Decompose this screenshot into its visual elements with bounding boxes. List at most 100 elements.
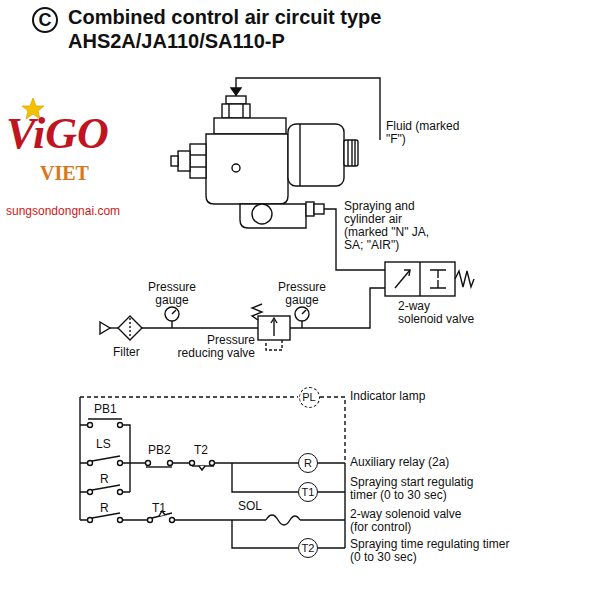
reducing-valve-symbol bbox=[266, 340, 282, 350]
spray-gun bbox=[347, 140, 348, 166]
contact-symbol bbox=[118, 461, 123, 466]
filter-symbol bbox=[118, 316, 142, 340]
ladder-wiring bbox=[80, 397, 345, 548]
legend-text: Spraying start regulatig timer (0 to 30 … bbox=[350, 476, 490, 502]
solenoid-valve-symbol bbox=[404, 270, 410, 276]
solenoid-valve-symbol bbox=[385, 262, 474, 296]
spray-gun bbox=[178, 151, 190, 171]
circled-letter: C bbox=[32, 7, 58, 33]
solenoid-valve-symbol bbox=[419, 262, 420, 296]
spray-gun bbox=[171, 156, 178, 166]
pressure-gauge bbox=[171, 321, 172, 328]
air-source bbox=[110, 327, 118, 328]
timer-coil: T2 bbox=[298, 538, 318, 558]
indicator-lamp: PL bbox=[299, 387, 320, 408]
filter-symbol bbox=[129, 318, 130, 338]
contact-symbol bbox=[88, 419, 215, 523]
solenoid-coil bbox=[266, 515, 300, 525]
callout-label: Pressure gauge bbox=[272, 281, 332, 307]
contact-name: R bbox=[100, 473, 109, 486]
contact-symbol bbox=[210, 461, 215, 466]
coil-name: SOL bbox=[238, 500, 262, 513]
reducing-valve-symbol bbox=[273, 320, 274, 336]
reducing-valve-symbol bbox=[252, 304, 262, 320]
spray-gun bbox=[354, 140, 355, 166]
pressure-gauge bbox=[302, 310, 306, 314]
spray-gun bbox=[240, 204, 306, 228]
contact-symbol bbox=[88, 418, 122, 419]
contact-symbol bbox=[118, 518, 123, 523]
spray-gun bbox=[190, 154, 206, 155]
contact-symbol bbox=[118, 490, 123, 495]
pressure-gauge bbox=[165, 307, 179, 328]
spray-gun bbox=[190, 144, 206, 178]
pressure-gauge bbox=[165, 307, 179, 321]
contact-name: LS bbox=[96, 438, 111, 451]
contact-symbol bbox=[148, 518, 153, 523]
callout-label: Pressure reducing valve bbox=[165, 334, 255, 360]
reducing-valve-symbol bbox=[271, 318, 277, 323]
diagram-title: Combined control air circuit type AHS2A/… bbox=[68, 5, 438, 53]
reducing-valve-symbol bbox=[252, 304, 290, 350]
logo-text: VIET bbox=[40, 162, 89, 184]
spray-gun bbox=[351, 140, 352, 166]
callout-label: 2-way solenoid valve bbox=[398, 300, 478, 326]
fluid-line bbox=[231, 88, 241, 95]
contact-name: PB2 bbox=[148, 444, 171, 457]
air-source bbox=[100, 322, 110, 334]
spray-gun bbox=[344, 140, 358, 166]
node-label: T2 bbox=[302, 543, 315, 554]
relay-coil: R bbox=[298, 453, 318, 473]
contact-symbol bbox=[190, 461, 195, 466]
pressure-gauge bbox=[295, 307, 309, 328]
callout-label: Fluid (marked "F") bbox=[386, 120, 466, 146]
contact-symbol bbox=[118, 423, 123, 428]
contact-symbol bbox=[88, 518, 93, 523]
solenoid-valve-symbol bbox=[385, 262, 455, 296]
contact-symbol bbox=[168, 461, 173, 466]
spray-gun bbox=[190, 166, 206, 167]
spray-gun bbox=[206, 134, 288, 204]
contact-name: T2 bbox=[194, 444, 208, 457]
logo-text: ViGO bbox=[6, 110, 109, 158]
contact-symbol bbox=[170, 518, 175, 523]
spray-gun bbox=[222, 104, 250, 118]
spray-gun bbox=[232, 164, 240, 172]
contact-symbol bbox=[199, 466, 205, 470]
reducing-valve-symbol bbox=[258, 316, 290, 340]
spray-gun bbox=[226, 96, 246, 104]
node-label: T1 bbox=[302, 487, 315, 498]
contact-symbol bbox=[92, 456, 120, 461]
node-label: PL bbox=[302, 392, 315, 403]
solenoid-valve-symbol bbox=[455, 271, 474, 287]
ladder-wiring bbox=[80, 425, 130, 492]
spray-gun bbox=[306, 202, 314, 216]
timer-coil: T1 bbox=[298, 482, 318, 502]
pressure-gauge bbox=[295, 307, 309, 321]
pressure-gauge bbox=[301, 321, 302, 328]
node-label: R bbox=[304, 458, 312, 469]
legend-text: Spraying time regulating timer (0 to 30 … bbox=[350, 538, 510, 564]
filter-symbol bbox=[118, 316, 142, 340]
spray-gun bbox=[242, 104, 243, 118]
solenoid-coil bbox=[266, 515, 300, 525]
contact-name: R bbox=[100, 502, 109, 515]
air-source bbox=[100, 322, 118, 334]
node-label: C bbox=[39, 11, 52, 29]
contact-symbol bbox=[146, 466, 172, 467]
contact-symbol bbox=[146, 461, 151, 466]
pressure-gauge bbox=[172, 310, 176, 314]
spray-gun bbox=[228, 104, 229, 118]
solenoid-valve-symbol bbox=[395, 270, 410, 288]
contact-symbol bbox=[88, 490, 93, 495]
spray-gun bbox=[299, 124, 300, 186]
callout-label: Pressure gauge bbox=[142, 281, 202, 307]
contact-symbol bbox=[88, 461, 93, 466]
spray-gun bbox=[214, 118, 286, 134]
ladder-wiring bbox=[80, 397, 345, 548]
watermark: sungsondongnai.com bbox=[6, 205, 120, 218]
callout-label: Spraying and cylinder air (marked "N" JA… bbox=[344, 200, 434, 252]
spray-gun bbox=[171, 96, 358, 228]
callout-label: Filter bbox=[113, 346, 140, 359]
